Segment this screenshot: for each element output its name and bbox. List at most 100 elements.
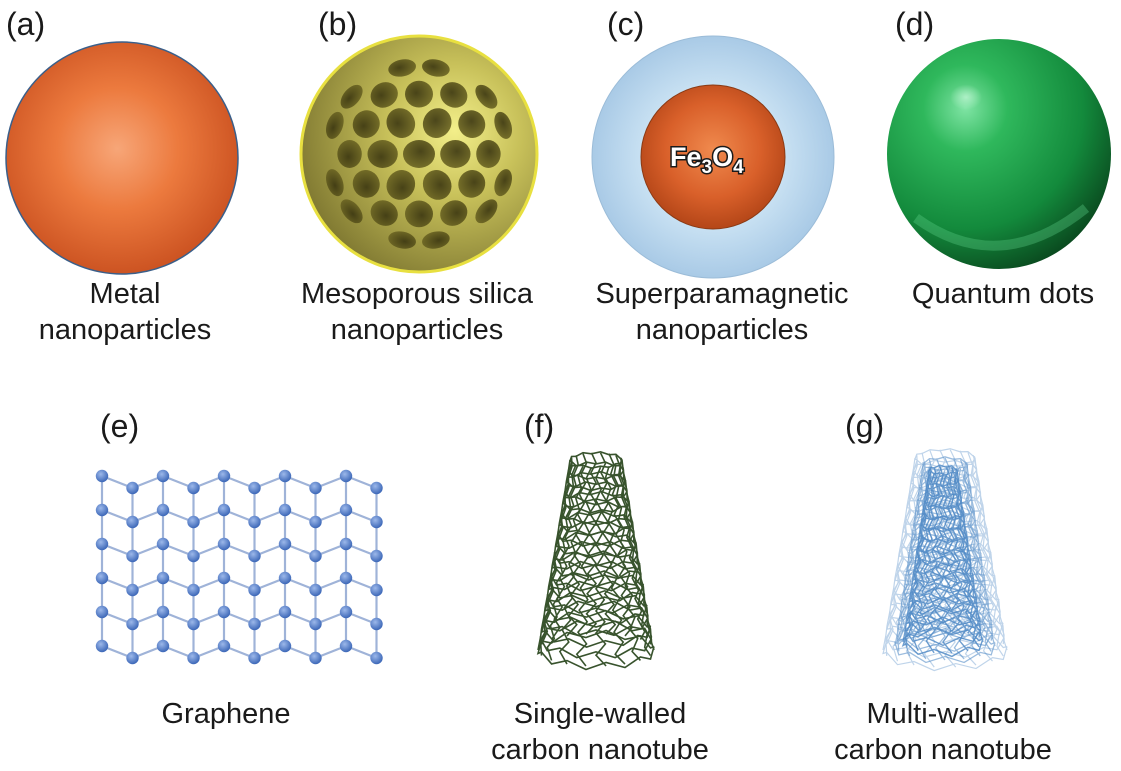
silica-pore	[440, 82, 468, 108]
silica-pore	[352, 170, 380, 198]
graphene-atom	[248, 481, 261, 495]
graphene-atom	[217, 571, 231, 585]
silica-pore	[440, 200, 468, 226]
graphene-atom	[309, 481, 322, 495]
graphene-atom	[187, 549, 200, 563]
silica-pore	[352, 110, 380, 138]
graphene-atom	[339, 469, 353, 483]
silica-pore	[403, 140, 435, 168]
silica-pore	[458, 170, 486, 198]
silica-pore	[422, 59, 450, 77]
graphene-atom	[217, 503, 231, 517]
graphene-atom	[156, 469, 170, 483]
silica-pore	[440, 140, 471, 168]
silica-pore	[422, 108, 452, 138]
nanotube-wall	[901, 464, 984, 658]
graphene-atom	[126, 515, 139, 529]
panel-label-b: (b)	[318, 6, 358, 42]
silica-pore	[337, 140, 362, 168]
graphene-bonds	[100, 474, 378, 660]
graphene-atom	[309, 617, 322, 631]
graphene-atom	[309, 515, 322, 529]
graphene-atom	[95, 503, 109, 517]
silica-pore	[458, 110, 486, 138]
silica-pore	[370, 200, 398, 226]
panel-label-a: (a)	[6, 6, 46, 42]
graphene-atom	[248, 515, 261, 529]
silica-pore	[386, 170, 416, 200]
graphene-atom	[278, 571, 292, 585]
graphene-atom	[339, 639, 353, 653]
mesoporous-silica-nanoparticle	[299, 34, 539, 274]
graphene-atom	[156, 503, 170, 517]
graphene-atom	[248, 617, 261, 631]
silica-pore	[340, 84, 363, 109]
graphene-atom	[217, 639, 231, 653]
silica-pore	[388, 231, 416, 249]
graphene-atom	[126, 617, 139, 631]
metal-nanoparticle	[5, 41, 239, 275]
graphene-atom	[217, 537, 231, 551]
graphene-atom	[278, 605, 292, 619]
graphene-atom	[278, 537, 292, 551]
nanotube-wall	[536, 451, 655, 671]
graphene-atom	[309, 651, 322, 665]
graphene-atom	[370, 583, 383, 597]
graphene-atom	[187, 617, 200, 631]
panel-label-d: (d)	[895, 6, 935, 42]
graphene-atom	[156, 537, 170, 551]
graphene-atom	[248, 583, 261, 597]
graphene-atom	[278, 469, 292, 483]
graphene-atom	[95, 469, 109, 483]
graphene-atom	[339, 537, 353, 551]
graphene-atom	[95, 571, 109, 585]
silica-pore	[422, 231, 450, 249]
silica-pore	[340, 199, 363, 224]
graphene-atom	[370, 549, 383, 563]
single-walled-nanotube	[536, 451, 655, 671]
caption-quantum-dots: Quantum dots	[911, 278, 1095, 310]
graphene-atom	[156, 571, 170, 585]
graphene-atom	[95, 537, 109, 551]
fe3o4-formula: Fe3O4	[670, 142, 744, 178]
graphene-atom	[309, 549, 322, 563]
graphene-atom	[187, 651, 200, 665]
silica-pore	[494, 111, 512, 139]
graphene-atom	[95, 605, 109, 619]
silica-pore	[370, 82, 398, 108]
graphene-atom	[217, 605, 231, 619]
graphene-atom	[370, 617, 383, 631]
silica-pore	[476, 140, 501, 168]
graphene-atom	[339, 605, 353, 619]
panel-label-c: (c)	[607, 6, 645, 42]
graphene-atom	[339, 571, 353, 585]
superparamagnetic-nanoparticle: Fe3O4	[591, 35, 835, 279]
graphene-atom	[217, 469, 231, 483]
graphene-atom	[248, 549, 261, 563]
graphene-atom	[126, 549, 139, 563]
graphene-atom	[248, 651, 261, 665]
silica-pore	[422, 170, 452, 200]
graphene-atom	[278, 503, 292, 517]
graphene-atom	[278, 639, 292, 653]
silica-pore	[386, 108, 416, 138]
panel-label-e: (e)	[100, 408, 140, 444]
graphene-atom	[187, 481, 200, 495]
caption-graphene: Graphene	[161, 698, 291, 730]
silica-pore	[367, 140, 398, 168]
silica-pore	[388, 59, 416, 77]
graphene-atom	[370, 515, 383, 529]
silica-pore	[475, 199, 498, 224]
silica-pore	[494, 169, 512, 197]
panel-label-g: (g)	[845, 408, 885, 444]
silica-pore	[326, 111, 344, 139]
graphene-atom	[156, 639, 170, 653]
panel-label-f: (f)	[524, 408, 555, 444]
graphene-atom	[309, 583, 322, 597]
graphene-atom	[126, 481, 139, 495]
